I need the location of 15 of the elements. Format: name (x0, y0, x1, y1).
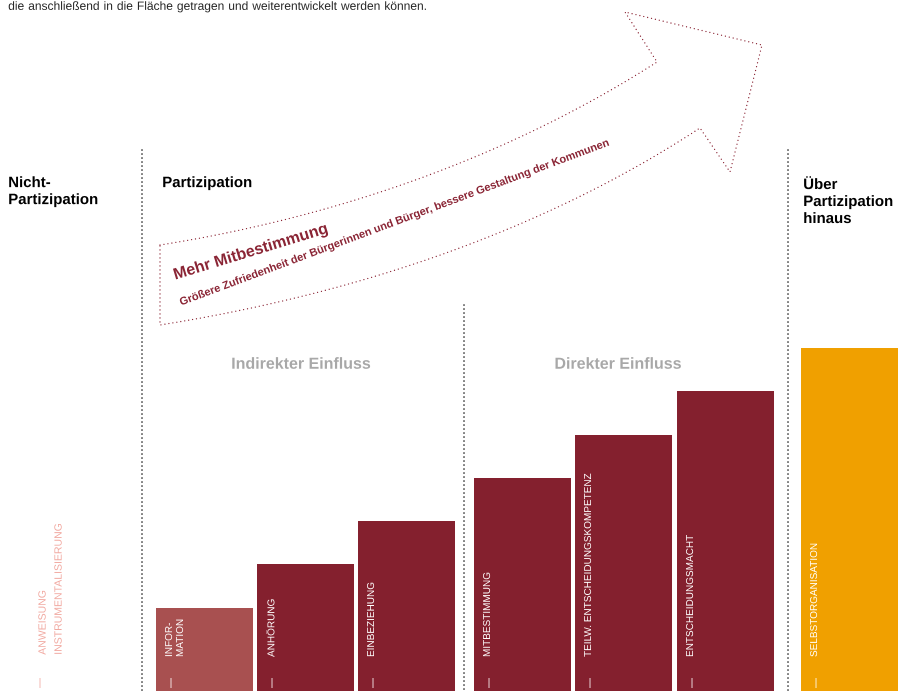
group-heading: Indirekter Einfluss (232, 357, 370, 369)
group-heading: Direkter Einfluss (556, 357, 681, 369)
section-heading: Über Partizipation hinaus (804, 176, 892, 224)
bar: ANHÖRUNG (257, 564, 354, 691)
section-heading: Nicht- Partizipation (9, 176, 98, 208)
level-label: INSTRUMENTALISIERUNG (54, 524, 62, 654)
bar: TEILW. ENTSCHEIDUNGSKOMPETENZ (575, 435, 672, 691)
intro-text: die anschließend in die Fläche getragen und weiterentwickelt werden können. (8, 1, 426, 12)
level-label: ANWEISUNG (38, 590, 46, 655)
bar: ENTSCHEIDUNGSMACHT (677, 391, 774, 691)
bar: MITBESTIMMUNG (474, 478, 571, 691)
bar: INFOR- MATION (156, 608, 253, 691)
bar: EINBEZIEHUNG (358, 521, 455, 691)
section-heading: Partizipation (163, 176, 252, 190)
bar: SELBSTORGANISATION (801, 348, 898, 691)
